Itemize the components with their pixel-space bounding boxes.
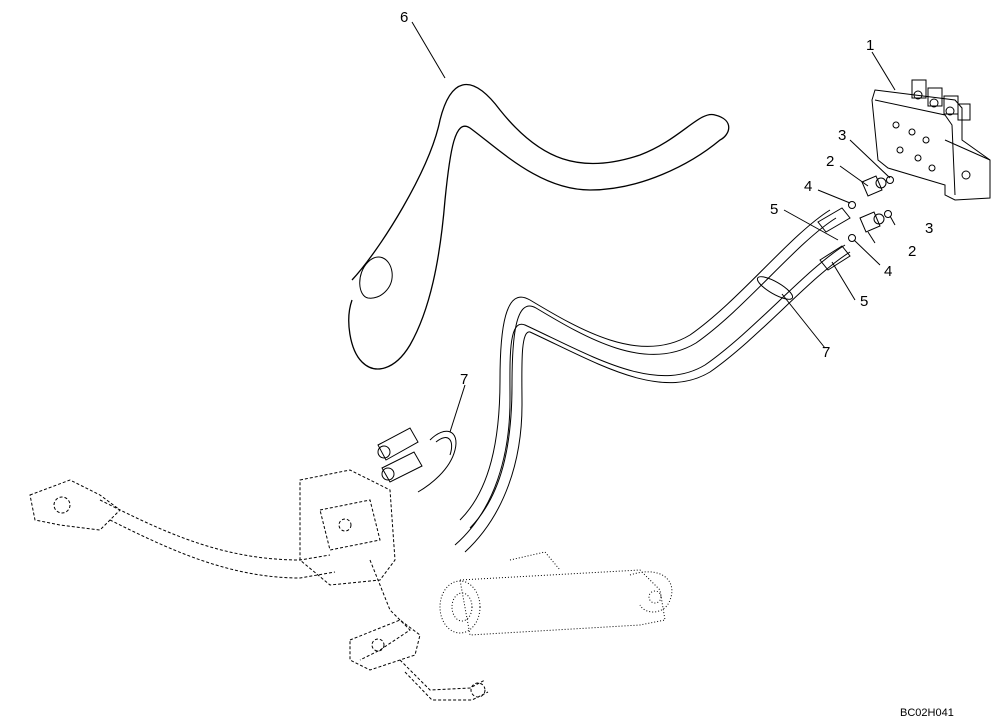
callout-1: 1 (866, 37, 874, 54)
hose-clamp-part-7-upper (756, 276, 794, 300)
o-ring-part-4-upper (848, 201, 856, 209)
drawing-code: BC02H041 (900, 707, 954, 719)
hose-part-6 (348, 83, 730, 370)
callout-7-left: 7 (460, 371, 468, 388)
callout-2-upper: 2 (826, 153, 834, 170)
callout-2-lower: 2 (908, 243, 916, 260)
callout-5-upper: 5 (770, 201, 778, 218)
reference-cylinder-dotted (439, 551, 673, 636)
callout-4-upper: 4 (804, 178, 812, 195)
callout-7-right: 7 (822, 344, 830, 361)
hose-fittings-cylinder-end (377, 427, 423, 483)
callout-5-lower: 5 (860, 293, 868, 310)
callout-6: 6 (400, 9, 408, 26)
hose-clamp-part-7-lower (417, 430, 457, 493)
o-ring-part-3-lower (884, 210, 892, 218)
o-ring-part-4-lower (848, 234, 856, 242)
o-ring-part-3-upper (886, 176, 894, 184)
hose-part-5-pair (454, 207, 851, 553)
fitting-part-2-lower (859, 211, 885, 233)
leader-lines (411, 21, 896, 433)
reference-linkage-dashed (29, 469, 489, 701)
fitting-part-2-upper (861, 175, 887, 197)
callout-3-lower: 3 (925, 220, 933, 237)
callout-3-upper: 3 (838, 127, 846, 144)
callout-4-lower: 4 (884, 263, 892, 280)
control-valve-part-1 (871, 79, 991, 201)
